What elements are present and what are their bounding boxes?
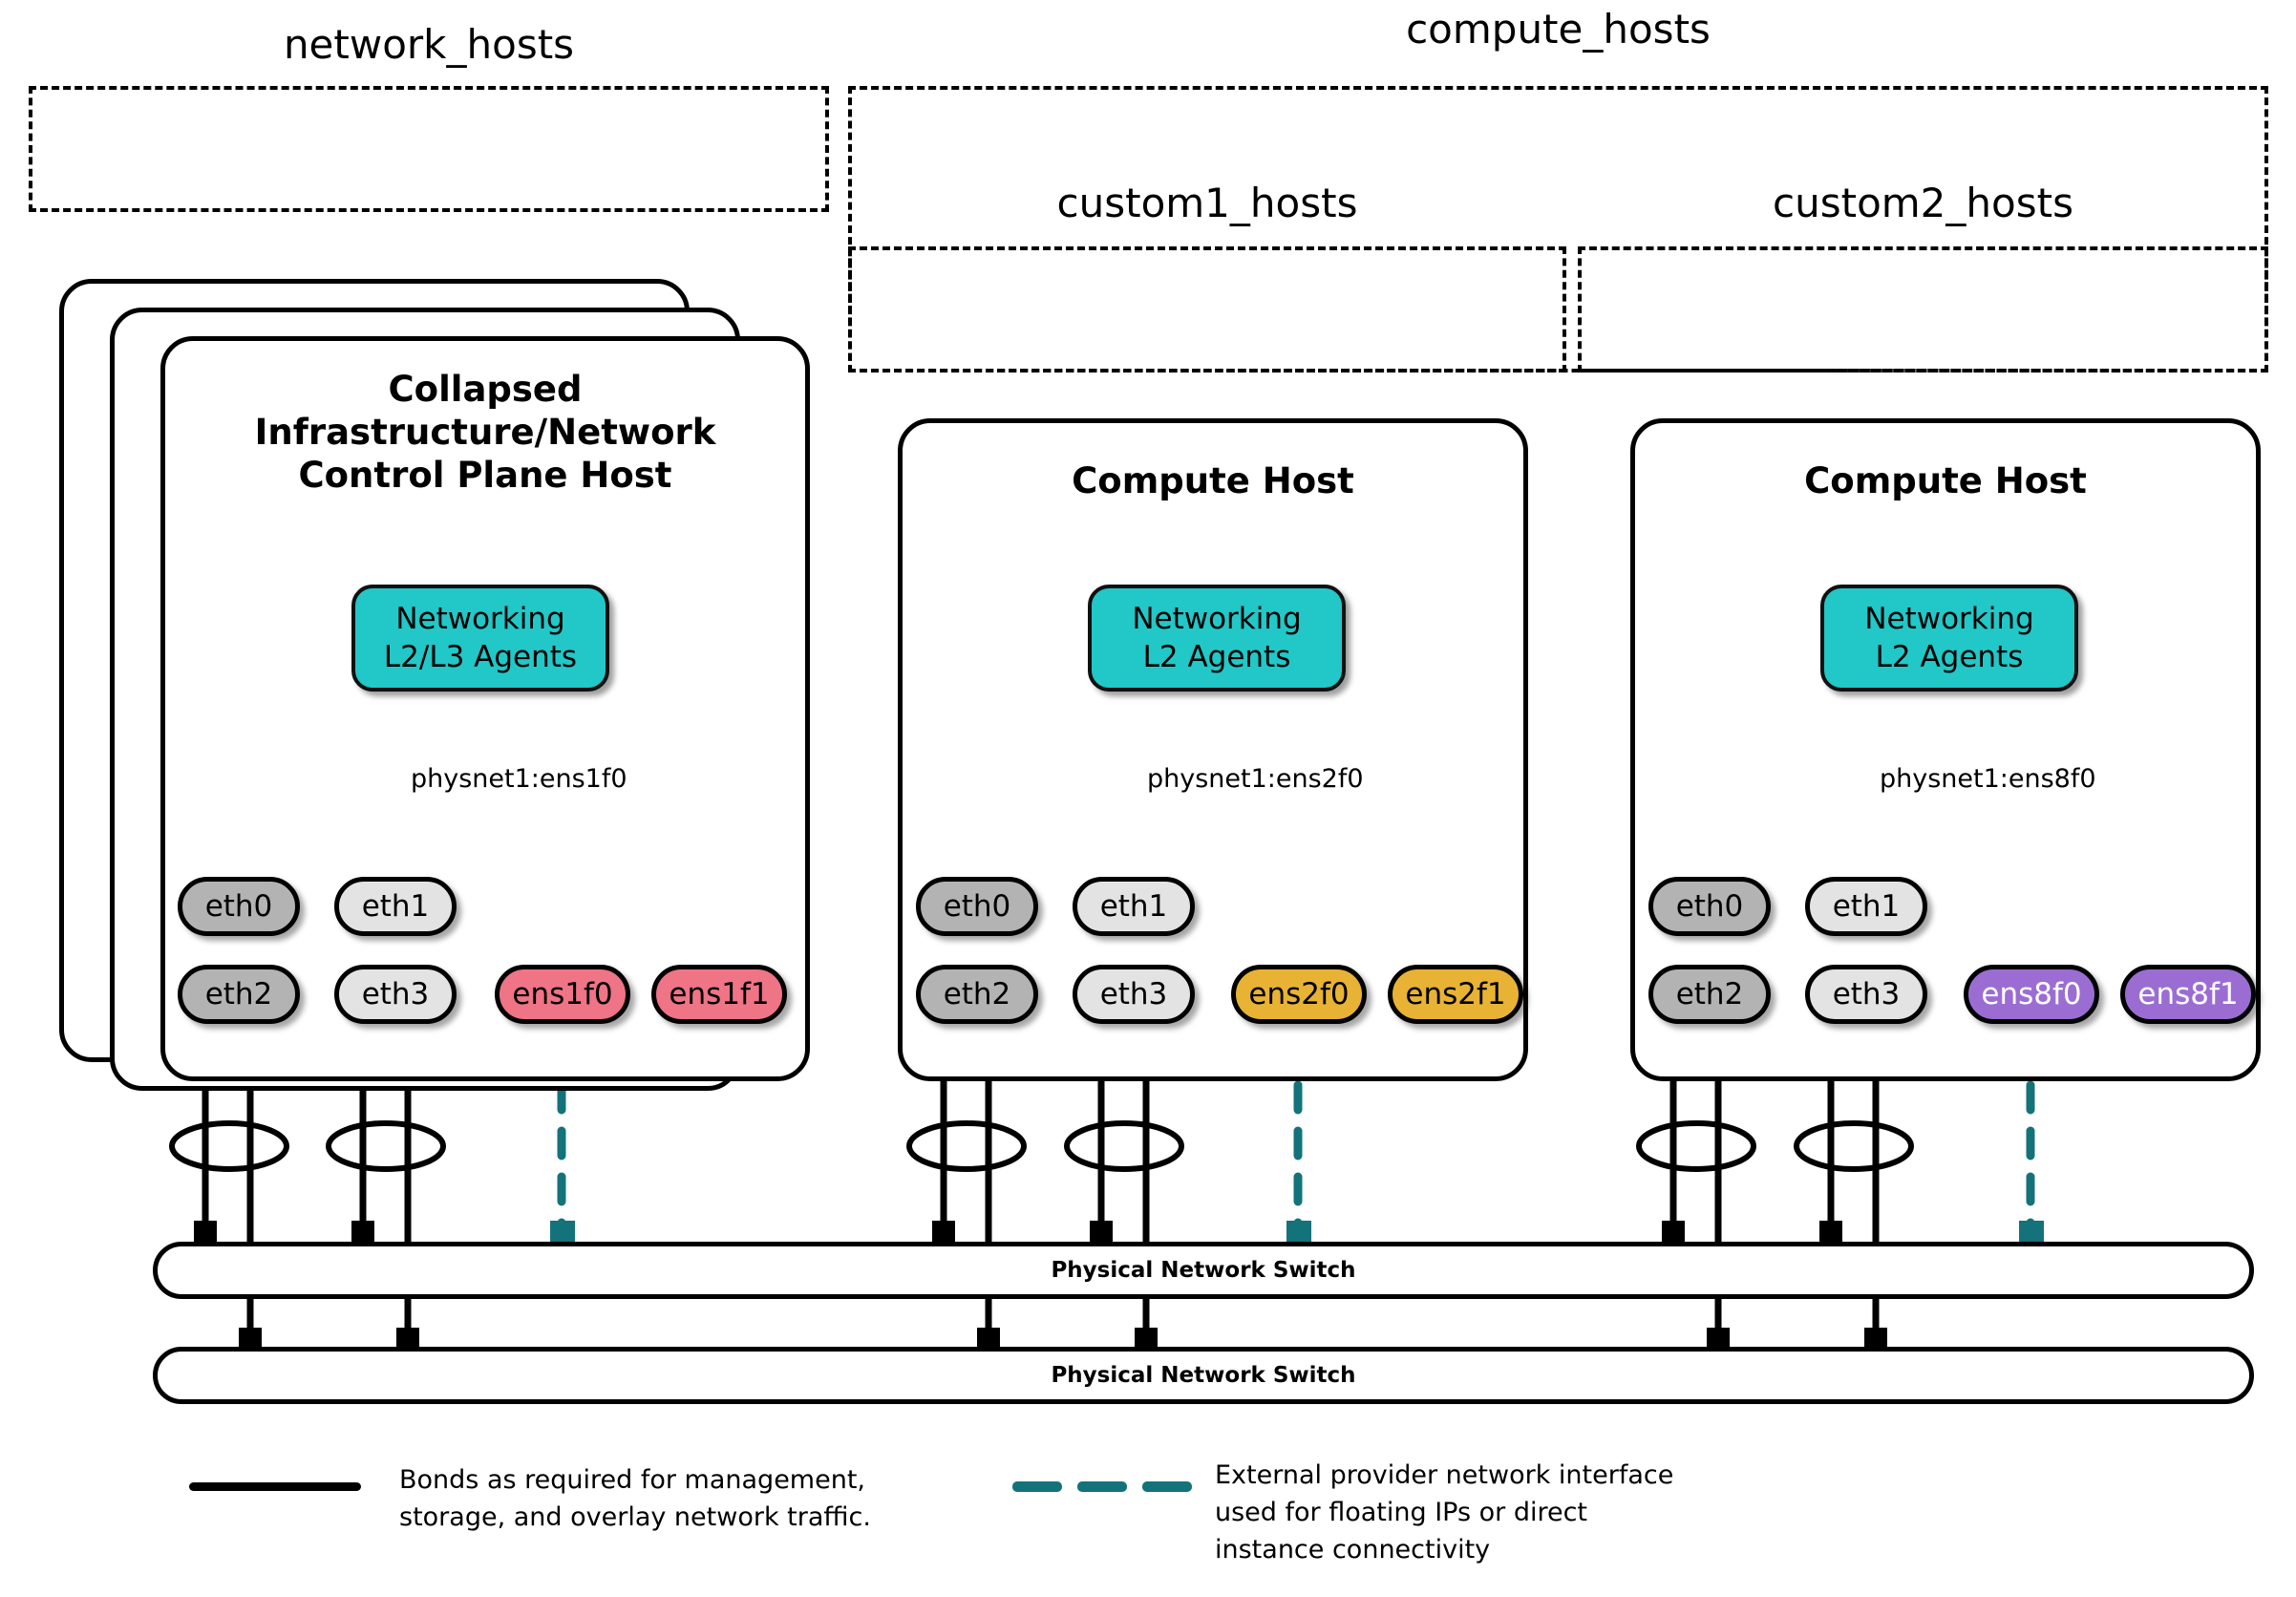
nic-pill-eth1-network-host[interactable]: eth1 xyxy=(334,877,457,936)
agent-label-line2: L2/L3 Agents xyxy=(383,640,578,674)
nic-pill-eth2-compute-2[interactable]: eth2 xyxy=(1648,965,1771,1024)
physnet-label-compute-host-1: physnet1:ens2f0 xyxy=(1147,764,1364,794)
group-box-custom2-hosts xyxy=(1578,246,2268,373)
physnet-label-network-host: physnet1:ens1f0 xyxy=(411,764,627,794)
legend-text-bonds: Bonds as required for management, storag… xyxy=(399,1465,871,1533)
nic-pill-ens1f1[interactable]: ens1f1 xyxy=(651,965,787,1024)
nic-pill-eth2-network-host[interactable]: eth2 xyxy=(178,965,300,1024)
agent-box-compute-2-l2[interactable]: Networking L2 Agents xyxy=(1820,585,2078,692)
legend-swatch-dash-1 xyxy=(1012,1481,1062,1492)
nic-pill-ens8f0[interactable]: ens8f0 xyxy=(1964,965,2099,1024)
physnet-label-compute-host-2: physnet1:ens8f0 xyxy=(1880,764,2096,794)
host-title-compute-host-1: Compute Host xyxy=(1072,460,1354,501)
group-title-custom2-hosts: custom2_hosts xyxy=(1773,180,2073,226)
nic-pill-ens8f1[interactable]: ens8f1 xyxy=(2120,965,2256,1024)
nic-pill-eth0-network-host[interactable]: eth0 xyxy=(178,877,300,936)
legend-swatch-dash-2 xyxy=(1077,1481,1127,1492)
agent-label-line2: L2 Agents xyxy=(1142,640,1291,674)
host-title-network-host: Collapsed Infrastructure/Network Control… xyxy=(254,369,716,497)
nic-pill-ens2f0[interactable]: ens2f0 xyxy=(1231,965,1367,1024)
group-title-custom1-hosts: custom1_hosts xyxy=(1056,180,1358,226)
group-title-network-hosts: network_hosts xyxy=(283,21,575,68)
legend-swatch-dash-3 xyxy=(1142,1481,1192,1492)
agent-box-compute-1-l2[interactable]: Networking L2 Agents xyxy=(1088,585,1346,692)
agent-label-line1: Networking xyxy=(395,601,565,636)
nic-pill-eth1-compute-2[interactable]: eth1 xyxy=(1805,877,1927,936)
nic-pill-eth0-compute-2[interactable]: eth0 xyxy=(1648,877,1771,936)
group-box-network-hosts xyxy=(29,86,829,212)
group-box-custom1-hosts xyxy=(848,246,1566,373)
nic-pill-eth3-compute-1[interactable]: eth3 xyxy=(1073,965,1195,1024)
agent-label-line1: Networking xyxy=(1864,601,2034,636)
legend-swatch-solid-line xyxy=(189,1482,361,1491)
agent-label-line1: Networking xyxy=(1132,601,1302,636)
nic-pill-eth0-compute-1[interactable]: eth0 xyxy=(916,877,1038,936)
physical-network-switch-bottom[interactable]: Physical Network Switch xyxy=(153,1347,2254,1404)
nic-pill-ens2f1[interactable]: ens2f1 xyxy=(1388,965,1523,1024)
physical-network-switch-top[interactable]: Physical Network Switch xyxy=(153,1242,2254,1299)
nic-pill-eth2-compute-1[interactable]: eth2 xyxy=(916,965,1038,1024)
agent-label-line2: L2 Agents xyxy=(1875,640,2024,674)
group-title-compute-hosts: compute_hosts xyxy=(1406,6,1711,53)
nic-pill-eth3-network-host[interactable]: eth3 xyxy=(334,965,457,1024)
nic-pill-ens1f0[interactable]: ens1f0 xyxy=(495,965,630,1024)
nic-pill-eth3-compute-2[interactable]: eth3 xyxy=(1805,965,1927,1024)
host-card-network-host[interactable]: Collapsed Infrastructure/Network Control… xyxy=(160,336,810,1081)
legend-text-external-provider: External provider network interface used… xyxy=(1215,1460,1674,1565)
nic-pill-eth1-compute-1[interactable]: eth1 xyxy=(1073,877,1195,936)
agent-box-network-l2l3[interactable]: Networking L2/L3 Agents xyxy=(351,585,609,692)
host-title-compute-host-2: Compute Host xyxy=(1804,460,2087,501)
